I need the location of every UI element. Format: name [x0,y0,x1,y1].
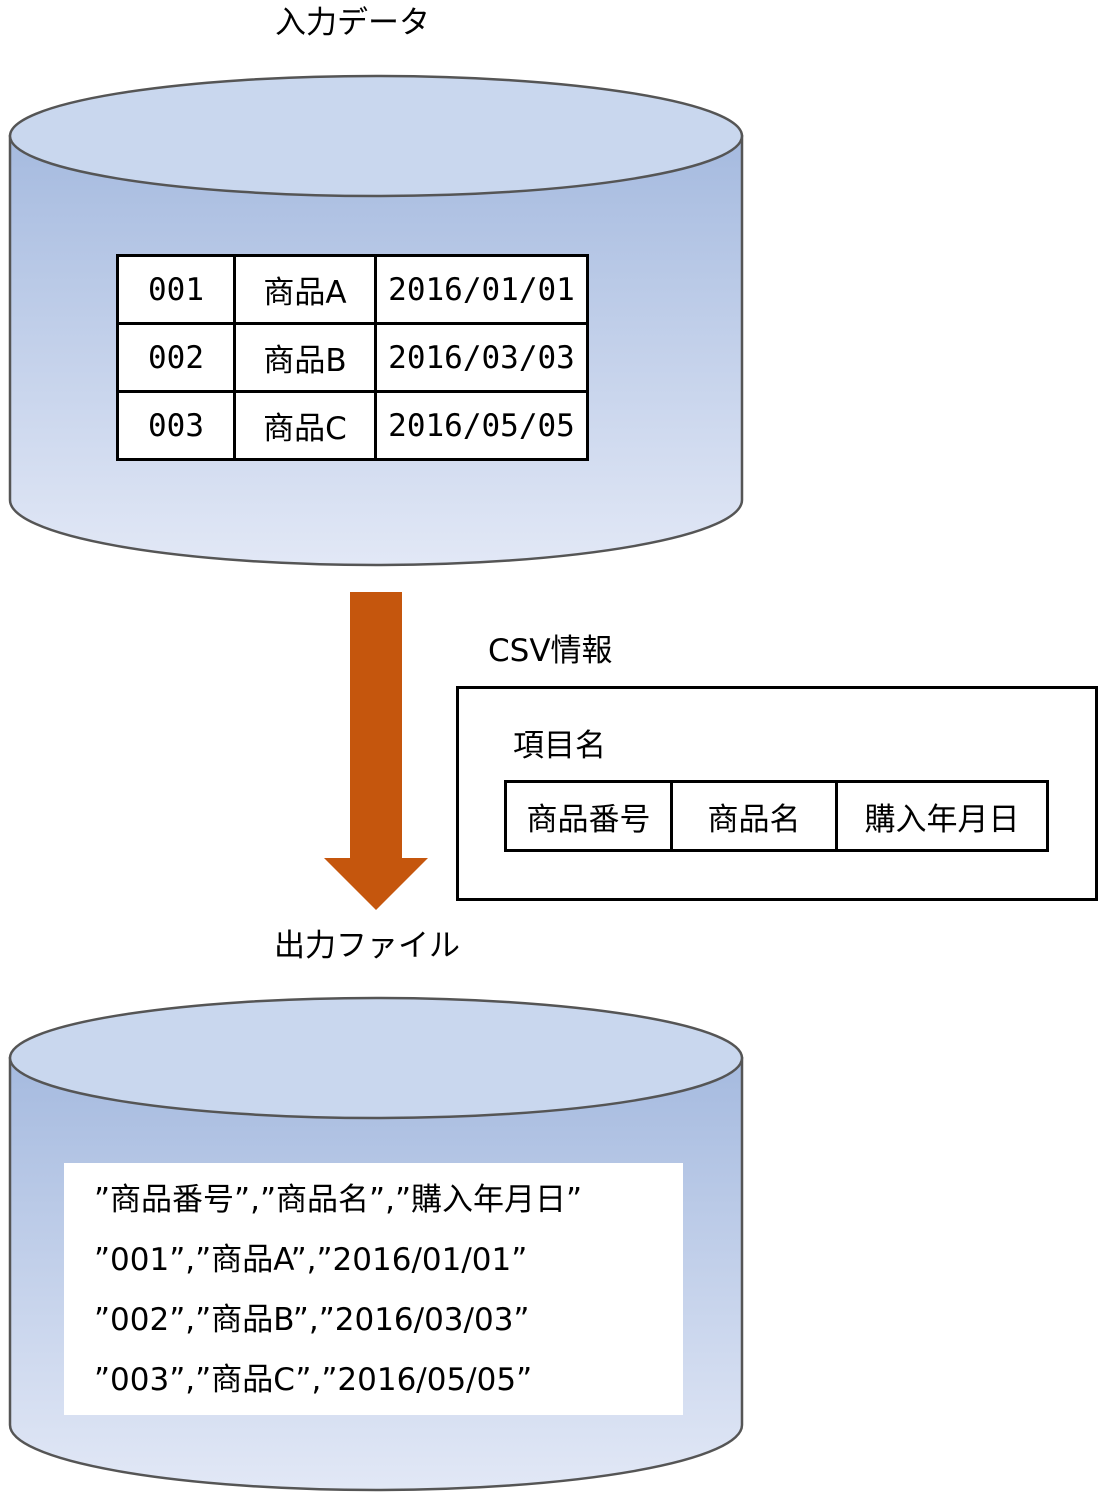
purchase-date-cell: 2016/03/03 [374,322,589,393]
purchase-date-cell: 2016/05/05 [374,390,589,461]
purchase-date-cell: 2016/01/01 [374,254,589,325]
product-name-cell: 商品C [233,390,377,461]
table-row: 商品番号 商品名 購入年月日 [504,780,1049,852]
product-id-cell: 002 [116,322,236,393]
input-data-title: 入力データ [275,5,430,41]
output-file-content: ”商品番号”,”商品名”,”購入年月日” ”001”,”商品A”,”2016/0… [64,1163,683,1415]
csv-data-line: ”002”,”商品B”,”2016/03/03” [94,1302,530,1338]
item-name-table: 商品番号 商品名 購入年月日 [504,780,1049,852]
product-id-cell: 003 [116,390,236,461]
table-row: 001 商品A 2016/01/01 [116,254,589,325]
csv-data-line: ”001”,”商品A”,”2016/01/01” [94,1242,528,1278]
table-row: 003 商品C 2016/05/05 [116,390,589,461]
csv-info-title: CSV情報 [488,633,613,669]
item-product-name: 商品名 [670,780,838,852]
csv-data-line: ”003”,”商品C”,”2016/05/05” [94,1362,533,1398]
output-file-title: 出力ファイル [274,928,460,964]
item-name-heading: 項目名 [513,728,606,764]
item-purchase-date: 購入年月日 [835,780,1049,852]
product-name-cell: 商品B [233,322,377,393]
item-product-number: 商品番号 [504,780,673,852]
product-id-cell: 001 [116,254,236,325]
product-name-cell: 商品A [233,254,377,325]
table-row: 002 商品B 2016/03/03 [116,322,589,393]
down-arrow-icon [324,592,428,910]
input-data-table: 001 商品A 2016/01/01 002 商品B 2016/03/03 00… [116,254,589,461]
csv-header-line: ”商品番号”,”商品名”,”購入年月日” [94,1182,583,1218]
